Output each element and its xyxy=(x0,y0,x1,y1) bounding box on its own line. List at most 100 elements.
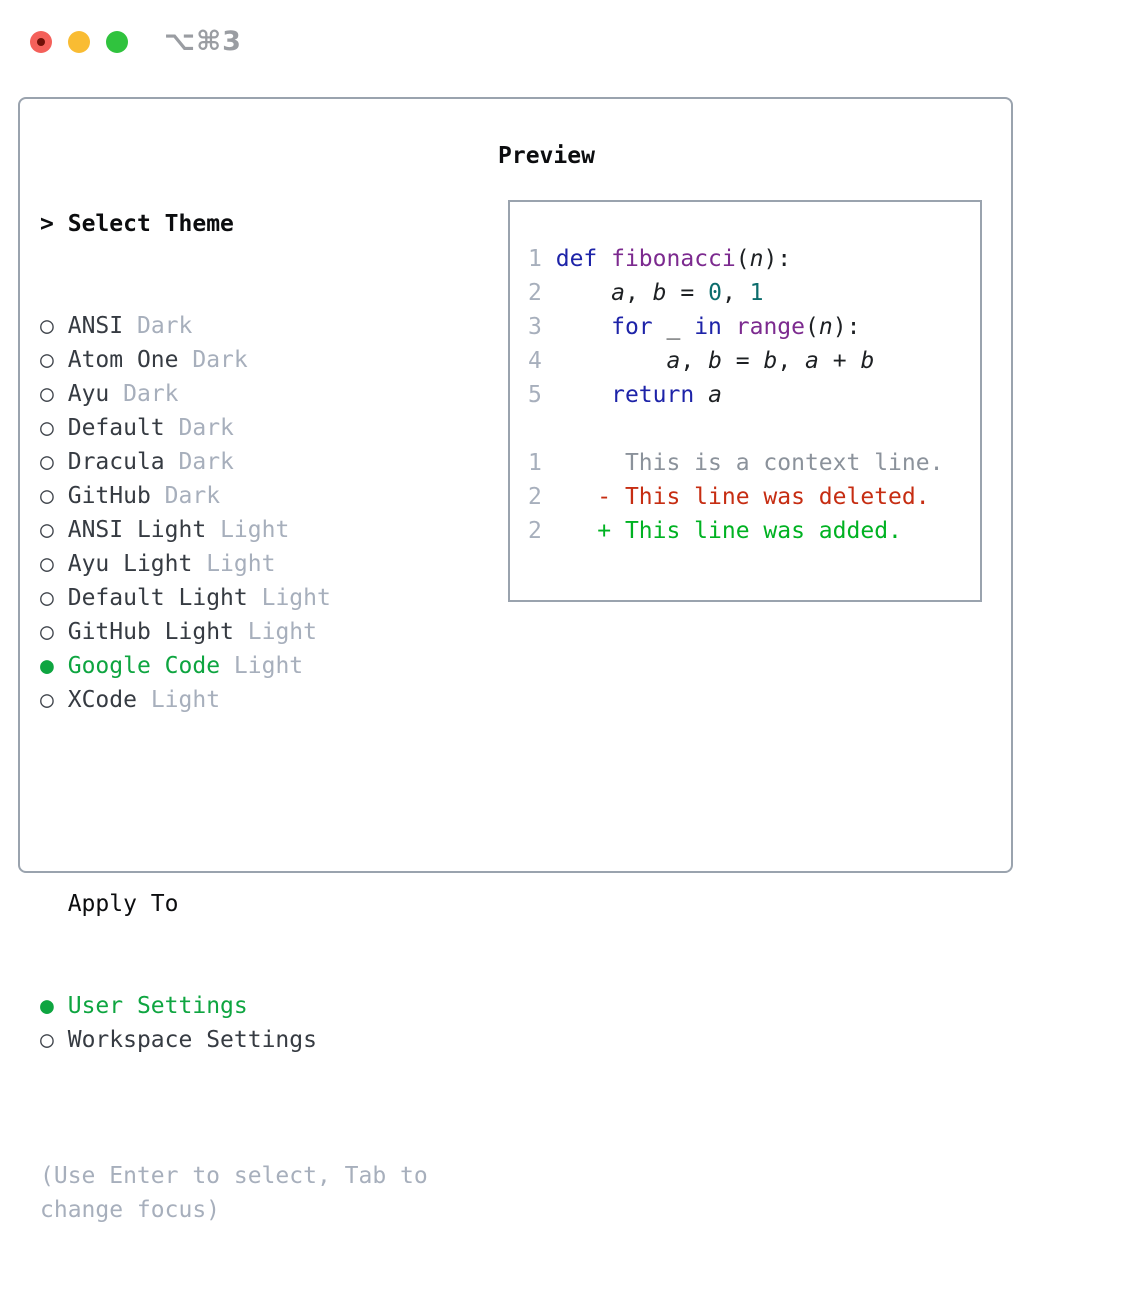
radio-unselected-icon: ○ xyxy=(40,347,54,373)
theme-option-default-light[interactable]: ○ Default Light Light xyxy=(40,581,460,615)
spacer xyxy=(40,785,460,819)
theme-name: ANSI xyxy=(67,313,124,339)
apply-to-header: Apply To xyxy=(40,887,460,921)
radio-unselected-icon: ○ xyxy=(40,687,54,713)
code-token: a xyxy=(708,382,722,408)
diff-line-add: 2 + This line was added. xyxy=(528,514,980,548)
theme-name: Dracula xyxy=(67,449,165,475)
radio-unselected-icon: ○ xyxy=(40,619,54,645)
radio-selected-icon: ● xyxy=(40,993,54,1019)
help-text: (Use Enter to select, Tab to change focu… xyxy=(40,1163,428,1223)
line-number: 1 xyxy=(528,450,542,476)
close-button[interactable] xyxy=(30,30,52,53)
code-token: b xyxy=(860,348,875,374)
theme-name: Default xyxy=(67,415,165,441)
apply-option-user-settings[interactable]: ● User Settings xyxy=(40,989,460,1023)
code-token: ( xyxy=(735,246,750,272)
radio-unselected-icon: ○ xyxy=(40,415,54,441)
code-token: 1 xyxy=(749,280,764,306)
theme-name: GitHub xyxy=(67,483,151,509)
code-token: b xyxy=(763,348,778,374)
code-token: , xyxy=(777,348,806,374)
code-token: a xyxy=(611,280,625,306)
code-token: ): xyxy=(832,314,861,340)
code-token xyxy=(694,382,708,408)
radio-unselected-icon: ○ xyxy=(40,585,54,611)
radio-unselected-icon: ○ xyxy=(40,483,54,509)
code-token xyxy=(556,382,611,408)
theme-variant-tag: Light xyxy=(220,517,290,543)
unsaved-dot-icon xyxy=(37,37,45,46)
code-token xyxy=(556,348,667,374)
radio-unselected-icon: ○ xyxy=(40,517,54,543)
code-token: 0 xyxy=(708,280,722,306)
theme-variant-tag: Light xyxy=(233,653,304,679)
theme-variant-tag: Dark xyxy=(178,449,234,475)
theme-name: Atom One xyxy=(67,347,179,373)
theme-option-ayu-light[interactable]: ○ Ayu Light Light xyxy=(40,547,460,581)
diff-text: - This line was deleted. xyxy=(541,484,930,510)
diff-line-del: 2 - This line was deleted. xyxy=(528,480,980,514)
theme-variant-tag: Light xyxy=(150,687,221,713)
radio-selected-icon: ● xyxy=(40,653,54,679)
theme-option-default[interactable]: ○ Default Dark xyxy=(40,411,460,445)
line-number: 2 xyxy=(528,518,542,544)
theme-option-google-code[interactable]: ● Google Code Light xyxy=(40,649,460,683)
apply-option-workspace-settings[interactable]: ○ Workspace Settings xyxy=(40,1023,460,1057)
app-window: ⌥⌘3 > Select Theme ○ ANSI Dark○ Atom One… xyxy=(18,26,1013,1223)
code-token: n xyxy=(818,314,833,340)
theme-name: Default Light xyxy=(67,585,248,611)
theme-picker-panel: > Select Theme ○ ANSI Dark○ Atom One Dar… xyxy=(18,97,1013,1223)
theme-option-github-light[interactable]: ○ GitHub Light Light xyxy=(40,615,460,649)
line-number: 1 xyxy=(528,246,542,272)
theme-option-dracula[interactable]: ○ Dracula Dark xyxy=(40,445,460,479)
zoom-button[interactable] xyxy=(106,30,128,53)
code-line: 1 def fibonacci(n): xyxy=(528,242,980,276)
theme-variant-tag: Light xyxy=(247,619,317,645)
code-token: b xyxy=(652,280,667,306)
select-theme-header: > Select Theme xyxy=(40,207,460,241)
code-token: = xyxy=(721,348,764,374)
code-line: 4 a, b = b, a + b xyxy=(528,344,980,378)
theme-variant-tag: Light xyxy=(206,551,276,577)
theme-option-github[interactable]: ○ GitHub Dark xyxy=(40,479,460,513)
code-token: b xyxy=(708,348,722,374)
code-token: , xyxy=(680,348,709,374)
apply-option-label: User Settings xyxy=(67,993,248,1019)
code-token xyxy=(556,280,611,306)
select-theme-header-label: Select Theme xyxy=(67,211,234,237)
code-token: for xyxy=(611,314,653,340)
radio-unselected-icon: ○ xyxy=(40,1027,54,1053)
blank-line xyxy=(528,412,980,446)
theme-name: GitHub Light xyxy=(67,619,234,645)
diff-text: + This line was added. xyxy=(541,518,902,544)
code-token: range xyxy=(735,314,806,340)
line-number: 4 xyxy=(528,348,542,374)
code-line: 2 a, b = 0, 1 xyxy=(528,276,980,310)
code-token: in xyxy=(694,314,722,340)
code-token: a xyxy=(805,348,819,374)
theme-variant-tag: Dark xyxy=(136,313,193,339)
theme-option-ansi-light[interactable]: ○ ANSI Light Light xyxy=(40,513,460,547)
theme-name: XCode xyxy=(67,687,137,713)
radio-unselected-icon: ○ xyxy=(40,449,54,475)
theme-option-atom-one[interactable]: ○ Atom One Dark xyxy=(40,343,460,377)
code-token: ( xyxy=(805,314,819,340)
theme-option-ansi[interactable]: ○ ANSI Dark xyxy=(40,309,460,343)
code-line: 3 for _ in range(n): xyxy=(528,310,980,344)
minimize-button[interactable] xyxy=(68,30,90,53)
code-token: _ xyxy=(652,314,695,340)
diff-text: This is a context line. xyxy=(541,450,944,476)
theme-option-ayu[interactable]: ○ Ayu Dark xyxy=(40,377,460,411)
radio-unselected-icon: ○ xyxy=(40,551,54,577)
theme-list: ○ ANSI Dark○ Atom One Dark○ Ayu Dark○ De… xyxy=(40,309,460,717)
theme-variant-tag: Dark xyxy=(123,381,179,407)
theme-name: Ayu Light xyxy=(67,551,193,577)
code-line: 5 return a xyxy=(528,378,980,412)
theme-option-xcode[interactable]: ○ XCode Light xyxy=(40,683,460,717)
window-title: ⌥⌘3 xyxy=(164,26,242,57)
code-token: n xyxy=(749,246,764,272)
code-token: return xyxy=(611,382,695,408)
